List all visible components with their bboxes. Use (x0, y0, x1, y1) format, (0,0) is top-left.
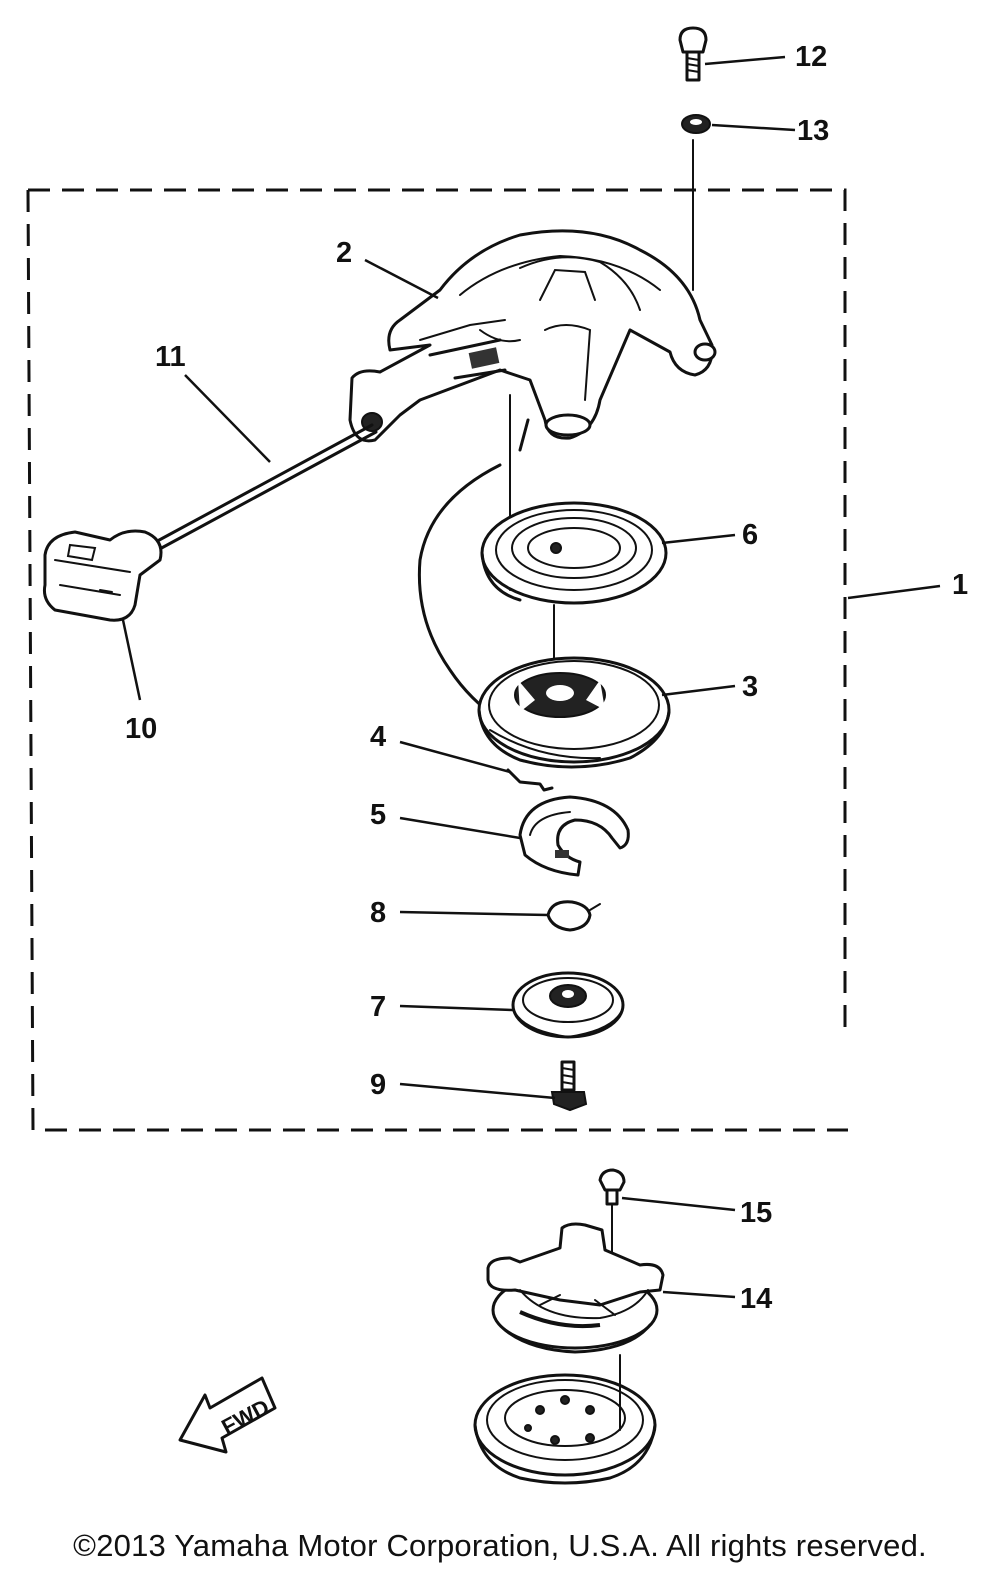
callout-14: 14 (740, 1283, 772, 1315)
callout-12: 12 (795, 41, 827, 73)
flywheel-pulley (473, 1373, 657, 1485)
callout-3: 3 (742, 671, 758, 703)
part-11-starter-rope (148, 423, 502, 722)
callout-6: 6 (742, 519, 758, 551)
part-12-bolt (678, 26, 708, 82)
part-5-ratchet (518, 795, 630, 877)
part-7-plate (511, 971, 625, 1039)
part-2-starter-case (348, 229, 717, 443)
callout-5: 5 (370, 799, 386, 831)
part-3-drum (477, 656, 671, 769)
callout-1: 1 (952, 569, 968, 601)
leader-lines (121, 55, 941, 1299)
callout-10: 10 (125, 713, 157, 745)
callout-15: 15 (740, 1197, 772, 1229)
part-9-bolt (550, 1060, 588, 1112)
callout-8: 8 (370, 897, 386, 929)
copyright-notice: ©2013 Yamaha Motor Corporation, U.S.A. A… (73, 1528, 927, 1563)
callout-7: 7 (370, 991, 386, 1023)
callout-11: 11 (155, 341, 186, 373)
callout-9: 9 (370, 1069, 386, 1101)
part-4-pawl-spring (506, 768, 554, 792)
callout-13: 13 (797, 115, 829, 147)
part-14-drive-plate (486, 1222, 665, 1354)
part-6-spiral-spring (480, 501, 668, 605)
assembly-boundary (26, 188, 848, 1132)
callout-2: 2 (336, 237, 352, 269)
callouts: 12 13 2 11 6 1 3 10 4 5 8 7 9 15 14 (125, 41, 968, 1315)
part-10-rope-handle (43, 529, 163, 622)
forward-direction-arrow: FWD (178, 1376, 277, 1454)
callout-4: 4 (370, 721, 386, 753)
part-15-screw (598, 1168, 626, 1206)
part-13-washer (681, 114, 711, 134)
part-8-clip (546, 900, 601, 932)
